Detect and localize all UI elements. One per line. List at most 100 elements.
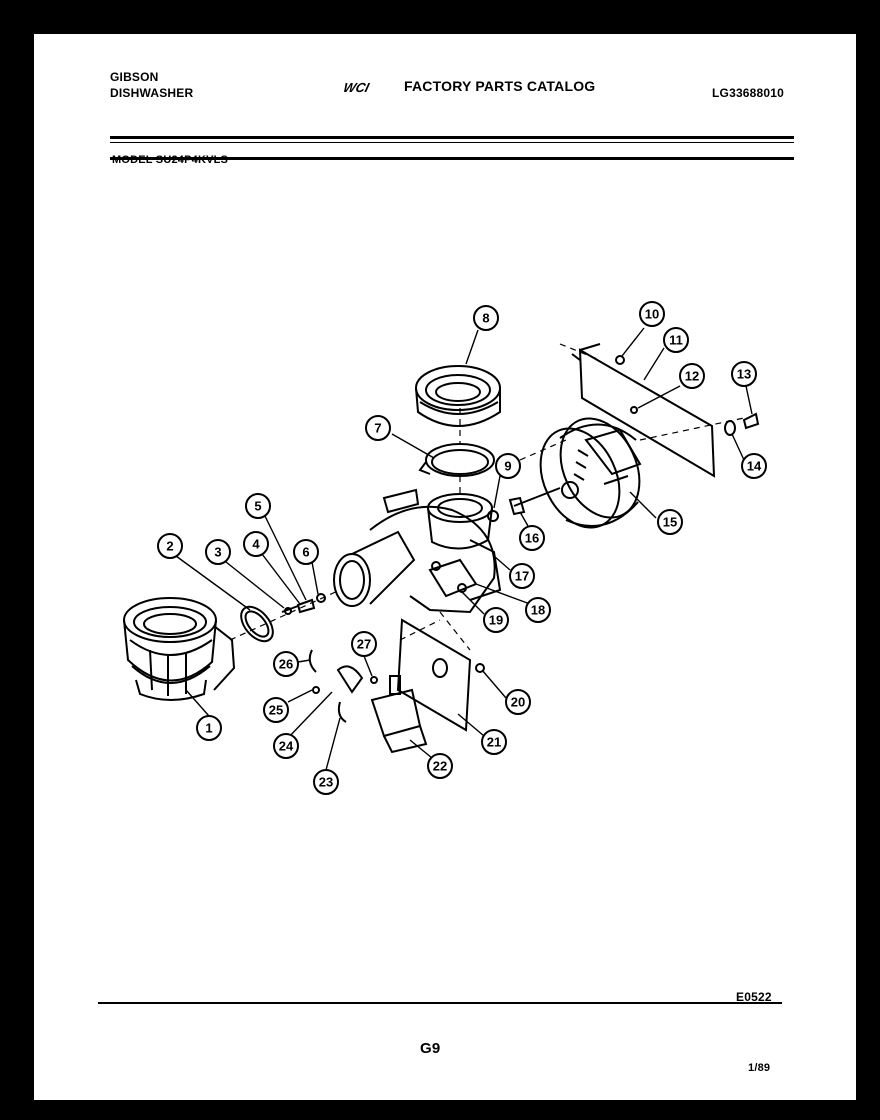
callout-14: 14 [741,453,767,479]
linkage-parts [308,649,378,723]
wci-logo-text: WCI [342,80,371,95]
callout-3: 3 [205,539,231,565]
solenoid-switch-part [370,675,428,754]
callout-27: 27 [351,631,377,657]
callout-label: 5 [254,499,261,514]
header-rule-top [110,136,794,139]
mounting-bracket-part [396,618,485,732]
pump-housing-part [123,597,236,701]
callout-circle [679,363,705,389]
seal-cap-part [415,365,501,427]
callout-10: 10 [639,301,665,327]
callout-label: 18 [531,603,545,618]
callout-circle [509,563,535,589]
callout-circle [427,753,453,779]
callout-20: 20 [505,689,531,715]
callout-label: 9 [504,459,511,474]
callout-24: 24 [273,733,299,759]
callout-9: 9 [495,453,521,479]
callout-leaders [175,327,753,771]
callout-13: 13 [731,361,757,387]
callout-label: 6 [302,545,309,560]
callout-19: 19 [483,607,509,633]
shield-bracket-part [571,343,716,478]
pump-motor-body-part [333,488,502,614]
callout-label: 13 [737,367,751,382]
o-ring-part [487,510,499,522]
callout-21: 21 [481,729,507,755]
header-rule-bottom [110,157,794,160]
callout-circle [196,715,222,741]
callout-circle [157,533,183,559]
callout-23: 23 [313,769,339,795]
callout-circle [473,305,499,331]
callout-circle [495,453,521,479]
callout-label: 4 [252,537,260,552]
callout-label: 11 [669,333,683,348]
header-rule-mid [110,142,794,143]
callout-circle [243,531,269,557]
callout-18: 18 [525,597,551,623]
callout-17: 17 [509,563,535,589]
callout-26: 26 [273,651,299,677]
footer-rule [98,1002,782,1004]
callout-circle [313,769,339,795]
callout-2: 2 [157,533,183,559]
callout-label: 25 [269,703,283,718]
clamp-ring-part [240,605,274,643]
callout-label: 19 [489,613,503,628]
document-id: LG33688010 [712,86,785,100]
callout-7: 7 [365,415,391,441]
assembly-guide-lines [229,343,745,651]
callout-label: 8 [482,311,489,326]
callout-circle [639,301,665,327]
callout-label: 24 [279,739,294,754]
callout-label: 3 [214,545,221,560]
callout-label: 27 [357,637,371,652]
callout-label: 2 [166,539,173,554]
callout-8: 8 [473,305,499,331]
callout-circle [365,415,391,441]
callout-label: 23 [319,775,333,790]
callout-15: 15 [657,509,683,535]
callout-12: 12 [679,363,705,389]
callout-circle [519,525,545,551]
callout-label: 7 [374,421,381,436]
callout-circle [505,689,531,715]
callout-circle [205,539,231,565]
drive-motor-part [539,417,642,529]
bracket-fasteners [615,355,760,436]
callout-label: 22 [433,759,447,774]
engineering-code: E0522 [736,990,772,1004]
callout-circle [483,607,509,633]
callout-circle [663,327,689,353]
callout-circle [273,651,299,677]
callout-label: 26 [279,657,293,672]
callout-1: 1 [196,715,222,741]
callout-circle [245,493,271,519]
callout-circle [263,697,289,723]
callout-label: 15 [663,515,677,530]
catalog-title: FACTORY PARTS CATALOG [404,78,596,94]
product-type: DISHWASHER [110,86,194,100]
fastener-parts [281,593,326,615]
callout-label: 10 [645,307,659,322]
callout-label: 12 [685,369,699,384]
callout-circle [273,733,299,759]
callout-label: 14 [747,459,762,474]
brand-name: GIBSON [110,70,159,84]
callout-6: 6 [293,539,319,565]
callout-circle [657,509,683,535]
model-number: MODEL SU24P4KVLS [112,154,229,166]
callout-circle [481,729,507,755]
motor-shaft-part [508,487,561,516]
parts-sheet [34,34,856,1100]
callout-label: 17 [515,569,529,584]
callout-25: 25 [263,697,289,723]
callout-22: 22 [427,753,453,779]
callout-label: 1 [205,721,212,736]
callout-circle [741,453,767,479]
callout-16: 16 [519,525,545,551]
callout-label: 21 [487,735,501,750]
